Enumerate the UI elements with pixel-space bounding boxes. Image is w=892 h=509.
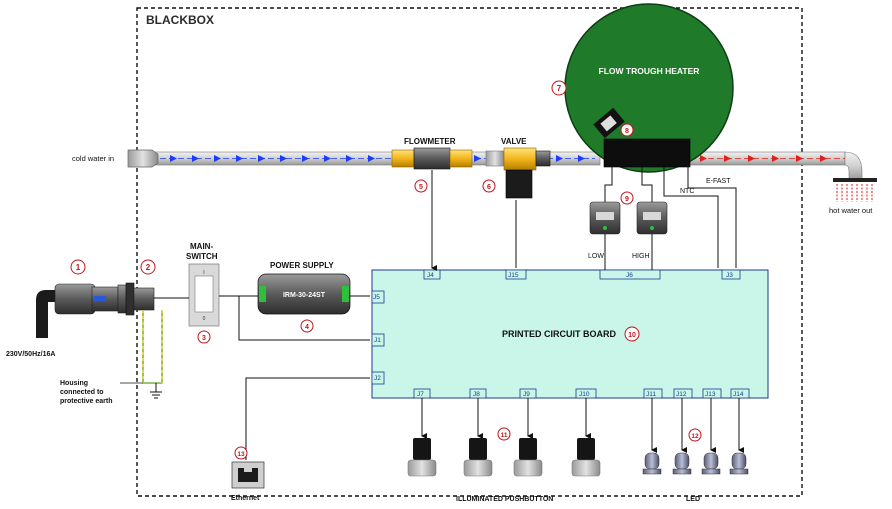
power-supply-label: POWER SUPPLY <box>270 261 334 270</box>
earth-wire <box>120 310 163 399</box>
callout-3-circle <box>197 330 211 344</box>
housing-label-1: Housing <box>60 380 88 387</box>
main-switch-label-2: SWITCH <box>186 252 218 261</box>
blackbox-label: BLACKBOX <box>146 13 214 27</box>
pcb-label: PRINTED CIRCUIT BOARD <box>502 329 616 339</box>
efast-label: E-FAST <box>706 178 731 185</box>
led-1 <box>642 452 662 475</box>
connector-j6: J6 <box>626 272 633 279</box>
hot-water-out-label: hot water out <box>829 206 873 215</box>
flowmeter-label: FLOWMETER <box>404 137 456 146</box>
led-2 <box>672 452 692 475</box>
housing-label-3: protective earth <box>60 398 113 405</box>
pushbutton-4 <box>571 438 601 477</box>
flowmeter <box>391 147 473 170</box>
cold-water-in-label: cold water in <box>72 154 114 163</box>
callout-7-circle <box>551 80 567 96</box>
callout-8-circle <box>620 123 634 137</box>
led-wires <box>651 398 744 453</box>
callout-11-circle <box>497 427 511 441</box>
signal-wires <box>431 167 737 271</box>
main-switch-label-1: MAIN- <box>190 242 213 251</box>
thermal-switch-high <box>636 201 668 235</box>
connector-j15: J15 <box>508 272 519 279</box>
connector-j1: J1 <box>374 337 381 344</box>
blackbox-border <box>136 7 803 497</box>
ethernet-label: Ethernet <box>231 495 260 502</box>
callout-6: 6 <box>487 184 491 191</box>
pushbutton-wires <box>421 398 591 439</box>
ethernet-wire <box>245 377 370 460</box>
connector-j14: J14 <box>733 391 744 398</box>
main-switch <box>188 263 220 327</box>
connector-j9: J9 <box>523 391 530 398</box>
shower-head <box>833 178 877 202</box>
callout-10-circle <box>624 326 640 342</box>
led-label: LED <box>686 496 700 503</box>
pushbutton-3 <box>513 438 543 477</box>
mains-plug <box>36 283 119 338</box>
connector-j5: J5 <box>373 294 380 301</box>
heater-element <box>593 107 691 168</box>
callout-9: 9 <box>625 196 629 203</box>
pushbutton-1 <box>407 438 437 477</box>
psu-model: IRM-30-24ST <box>283 292 326 299</box>
callout-6-circle <box>482 179 496 193</box>
callout-9-circle <box>620 191 634 205</box>
ethernet-port <box>231 461 265 489</box>
valve-label: VALVE <box>501 137 527 146</box>
connector-j13: J13 <box>705 391 716 398</box>
callout-7: 7 <box>557 84 562 93</box>
callout-4-circle <box>300 319 314 333</box>
callout-5-circle <box>414 179 428 193</box>
switch-top-mark: I <box>203 270 204 276</box>
callout-12: 12 <box>691 433 699 440</box>
mains-socket <box>117 282 155 316</box>
callout-1-circle <box>70 259 86 275</box>
ntc-label: NTC <box>680 188 694 195</box>
connector-j4: J4 <box>427 272 434 279</box>
connector-j3: J3 <box>726 272 733 279</box>
callout-11: 11 <box>501 432 508 439</box>
low-label: LOW <box>588 253 604 260</box>
callout-5: 5 <box>419 184 423 191</box>
connector-j8: J8 <box>473 391 480 398</box>
cold-flow-arrows <box>170 155 585 162</box>
callout-2-circle <box>140 259 156 275</box>
inlet-cap <box>127 149 159 168</box>
callout-13-circle <box>234 446 248 460</box>
connector-j10: J10 <box>579 391 590 398</box>
housing-label-2: connected to <box>60 389 104 396</box>
connector-j7: J7 <box>417 391 424 398</box>
callout-10: 10 <box>628 332 636 339</box>
connector-j2: J2 <box>374 375 381 382</box>
pcb-board <box>371 269 769 399</box>
heater-label: FLOW TROUGH HEATER <box>599 66 700 76</box>
led-4 <box>729 452 749 475</box>
power-wires <box>154 295 370 341</box>
hot-flow-arrows <box>700 155 827 162</box>
led-3 <box>701 452 721 475</box>
connector-j11: J11 <box>646 391 656 398</box>
power-supply <box>257 273 351 315</box>
switch-bottom-mark: 0 <box>203 316 206 322</box>
high-label: HIGH <box>632 253 650 260</box>
thermal-switch-low <box>589 201 621 235</box>
callout-13: 13 <box>237 451 245 458</box>
callout-12-circle <box>688 428 702 442</box>
mains-rating-label: 230V/50Hz/16A <box>6 351 55 358</box>
callout-8: 8 <box>625 128 629 135</box>
callout-4: 4 <box>305 324 309 331</box>
valve <box>485 147 551 199</box>
connector-j12: J12 <box>676 391 687 398</box>
pushbutton-2 <box>463 438 493 477</box>
callout-3: 3 <box>202 335 206 342</box>
pushbutton-label: ILLUMINATED PUSHBUTTON <box>456 496 553 503</box>
callout-2: 2 <box>146 263 151 272</box>
callout-1: 1 <box>76 263 81 272</box>
